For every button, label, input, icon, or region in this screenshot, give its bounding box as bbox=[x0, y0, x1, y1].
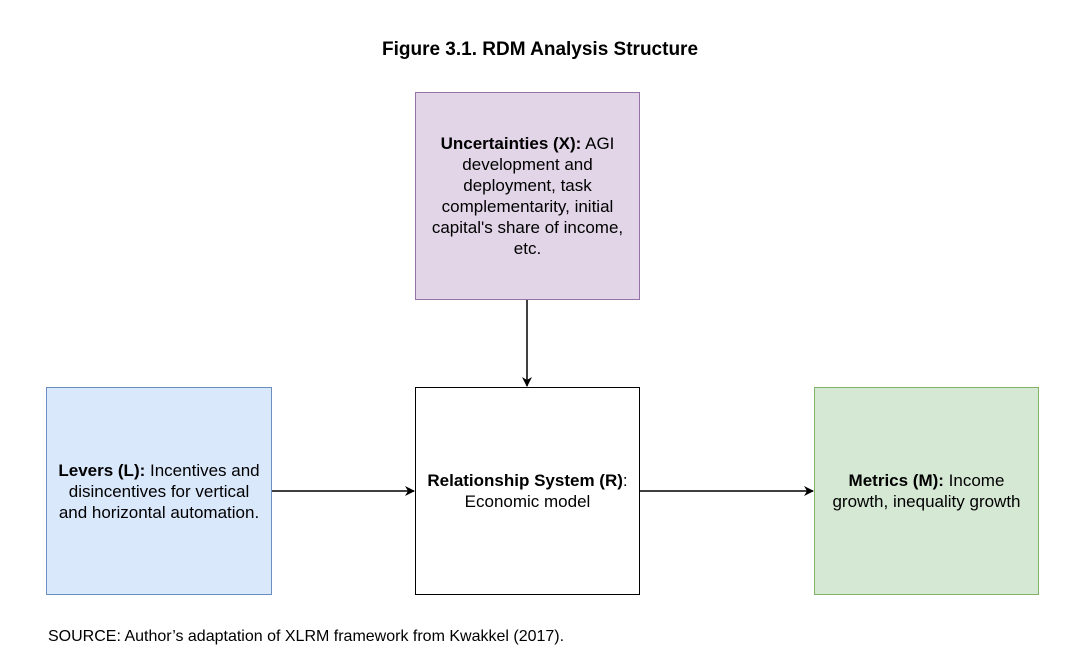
relationship-system-description: : Economic model bbox=[464, 471, 628, 511]
levers-box: Levers (L): Incentives and disincentives… bbox=[46, 387, 272, 595]
uncertainties-description: AGI development and deployment, task com… bbox=[431, 134, 624, 258]
metrics-label: Metrics (M): bbox=[848, 471, 944, 490]
source-note: SOURCE: Author’s adaptation of XLRM fram… bbox=[48, 628, 565, 645]
levers-description: Incentives and disincentives for vertica… bbox=[58, 460, 260, 522]
figure-title: Figure 3.1. RDM Analysis Structure bbox=[381, 39, 699, 60]
relationship-system-box: Relationship System (R): Economic model bbox=[415, 387, 640, 595]
uncertainties-text: Uncertainties (X): AGI development and d… bbox=[422, 133, 633, 259]
levers-label: Levers (L): bbox=[58, 460, 146, 480]
uncertainties-label: Uncertainties (X): bbox=[440, 134, 582, 153]
levers-text: Levers (L): Incentives and disincentives… bbox=[53, 460, 265, 523]
metrics-text: Metrics (M): Income growth, inequality g… bbox=[821, 470, 1032, 512]
metrics-box: Metrics (M): Income growth, inequality g… bbox=[814, 387, 1039, 595]
metrics-description: Income growth, inequality growth bbox=[832, 471, 1021, 511]
uncertainties-box: Uncertainties (X): AGI development and d… bbox=[415, 92, 640, 300]
relationship-system-text: Relationship System (R): Economic model bbox=[422, 470, 633, 512]
relationship-system-label: Relationship System (R) bbox=[427, 471, 623, 490]
